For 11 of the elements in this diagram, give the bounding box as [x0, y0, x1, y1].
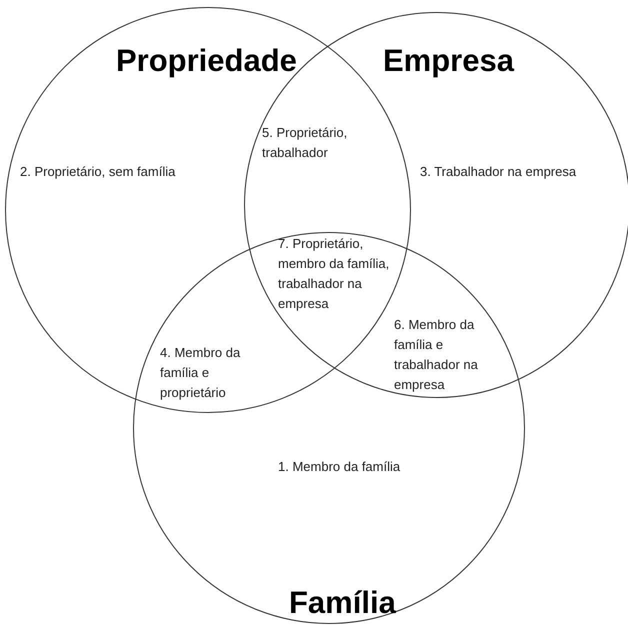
region-label: 2. Proprietário, sem família: [20, 163, 176, 181]
region-label: 6. Membro da família e trabalhador na empresa: [394, 316, 479, 394]
circle-heading: Propriedade: [116, 43, 297, 79]
circle-heading: Empresa: [383, 43, 514, 79]
region-label: 3. Trabalhador na empresa: [420, 163, 578, 181]
circle-heading: Família: [289, 585, 396, 621]
region-label: 5. Proprietário, trabalhador: [262, 124, 348, 162]
region-label: 1. Membro da família: [278, 458, 402, 476]
region-label: 7. Proprietário, membro da família, trabalhador na empresa: [278, 235, 390, 313]
region-label: 4. Membro da família e proprietário: [160, 344, 242, 402]
venn-circle: [133, 232, 525, 624]
